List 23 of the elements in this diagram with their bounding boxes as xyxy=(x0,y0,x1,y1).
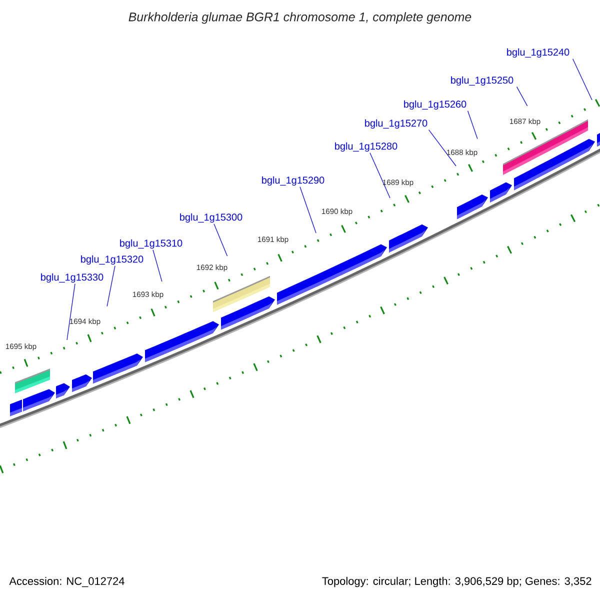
gene-label: bglu_1g15320 xyxy=(81,255,144,265)
leader-line xyxy=(370,152,390,198)
gene-label: bglu_1g15290 xyxy=(262,176,324,186)
leader-line xyxy=(300,186,316,234)
gene-label: bglu_1g15270 xyxy=(365,119,428,129)
footer-text: Topology: circular; Length: 3,906,529 bp; Genes: 3,352 xyxy=(322,576,592,588)
leader-line xyxy=(106,266,116,307)
gene-label: bglu_1g15310 xyxy=(120,239,182,249)
gene-label: bglu_1g15300 xyxy=(180,213,242,223)
gene-label: bglu_1g15250 xyxy=(451,76,514,86)
title: Burkholderia glumae BGR1 chromosome 1, complete genome xyxy=(128,12,472,24)
leader-line xyxy=(66,284,76,340)
leader-line xyxy=(516,86,528,106)
gene-label: bglu_1g15260 xyxy=(404,100,466,110)
gene-label: bglu_1g15240 xyxy=(507,48,570,58)
leader-line xyxy=(152,250,162,282)
leader-line xyxy=(467,110,478,140)
leader-line xyxy=(428,130,456,166)
leader-line xyxy=(214,224,228,256)
gene-label: bglu_1g15280 xyxy=(335,142,398,152)
footer-text: Accession: NC_012724 xyxy=(9,576,124,588)
gene-label: bglu_1g15330 xyxy=(41,273,104,283)
leader-line xyxy=(572,58,592,100)
